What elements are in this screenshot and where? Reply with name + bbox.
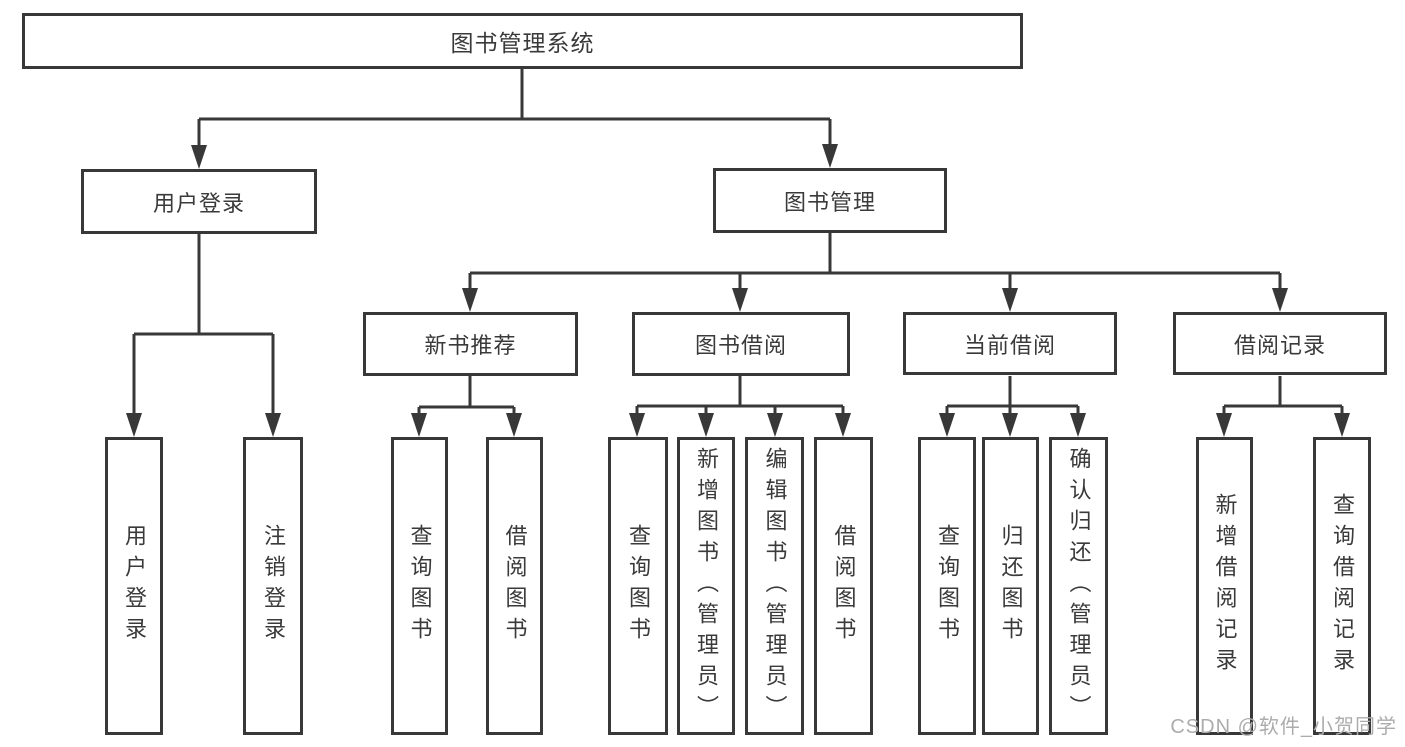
node-user-login-group: 用户登录 (81, 169, 317, 234)
leaf-query-books-current: 查询图书 (918, 437, 976, 735)
node-current-borrow: 当前借阅 (903, 312, 1117, 375)
node-borrow-records: 借阅记录 (1173, 312, 1387, 375)
leaf-label: 查询借阅记录 (1330, 493, 1355, 679)
arrowhead (1002, 413, 1018, 437)
csdn-watermark: CSDN @软件_小贺同学 (1170, 716, 1397, 738)
node-new-book-recommend: 新书推荐 (363, 312, 578, 376)
leaf-label: 注销登录 (261, 524, 286, 648)
node-book-management-group: 图书管理 (713, 168, 947, 233)
arrowhead (629, 413, 645, 437)
connector-current-borrow-to-leaves (945, 376, 1080, 420)
node-root: 图书管理系统 (22, 13, 1023, 69)
node-book-borrow: 图书借阅 (632, 312, 850, 376)
arrowhead (126, 413, 142, 437)
leaf-logout: 注销登录 (243, 437, 303, 735)
arrowhead (411, 413, 427, 437)
leaf-edit-book-admin: 编辑图书（管理员） (745, 437, 804, 735)
connector-book-management-to-level3 (468, 233, 1282, 294)
leaf-borrow-books: 借阅图书 (814, 437, 873, 735)
arrowhead (835, 413, 851, 437)
arrowhead (939, 413, 955, 437)
leaf-label: 查询图书 (626, 524, 651, 648)
arrowhead (506, 413, 522, 437)
leaf-label: 用户登录 (122, 524, 147, 648)
arrowhead (1002, 288, 1018, 312)
leaf-query-books-borrow: 查询图书 (608, 437, 668, 735)
node-label: 当前借阅 (963, 332, 1056, 358)
leaf-label: 确认归还（管理员） (1066, 446, 1092, 726)
arrowhead (1272, 288, 1288, 312)
node-label: 图书管理 (783, 189, 876, 215)
leaf-return-books: 归还图书 (982, 437, 1039, 735)
node-root-label: 图书管理系统 (450, 30, 595, 56)
leaf-label: 新增借阅记录 (1212, 493, 1238, 679)
arrowhead (191, 145, 207, 169)
arrowhead (767, 413, 783, 437)
connector-borrow-records-to-leaves (1222, 376, 1344, 420)
leaf-confirm-return-admin: 确认归还（管理员） (1049, 437, 1108, 735)
leaf-label: 查询图书 (935, 524, 960, 648)
arrowhead (698, 413, 714, 437)
arrowhead (732, 288, 748, 312)
node-label: 新书推荐 (424, 333, 517, 358)
leaf-query-books-recommend: 查询图书 (391, 437, 448, 735)
connector-book-borrow-to-leaves (635, 376, 845, 420)
leaf-add-book-admin: 新增图书（管理员） (677, 437, 735, 735)
arrowhead (265, 413, 281, 437)
leaf-borrow-books-recommend: 借阅图书 (486, 437, 543, 735)
arrowhead (1070, 413, 1086, 437)
leaf-query-borrow-record: 查询借阅记录 (1313, 437, 1371, 735)
leaf-label: 编辑图书（管理员） (762, 446, 788, 726)
arrowhead (1334, 413, 1350, 437)
connector-root-to-level2 (197, 69, 832, 150)
arrowhead (1216, 413, 1232, 437)
arrowhead (822, 144, 838, 168)
leaf-add-borrow-record: 新增借阅记录 (1196, 437, 1253, 735)
arrowhead (462, 288, 478, 312)
connector-new-book-recommend-to-leaves (417, 376, 516, 420)
node-label: 借阅记录 (1233, 332, 1326, 358)
connector-user-login-to-leaves (132, 234, 275, 420)
node-label: 用户登录 (152, 190, 245, 216)
leaf-label: 归还图书 (998, 524, 1024, 648)
leaf-label: 新增图书（管理员） (694, 446, 719, 726)
leaf-user-login: 用户登录 (105, 437, 163, 735)
leaf-label: 借阅图书 (502, 524, 528, 648)
node-label: 图书借阅 (694, 333, 787, 358)
leaf-label: 借阅图书 (831, 524, 857, 648)
leaf-label: 查询图书 (407, 524, 433, 648)
